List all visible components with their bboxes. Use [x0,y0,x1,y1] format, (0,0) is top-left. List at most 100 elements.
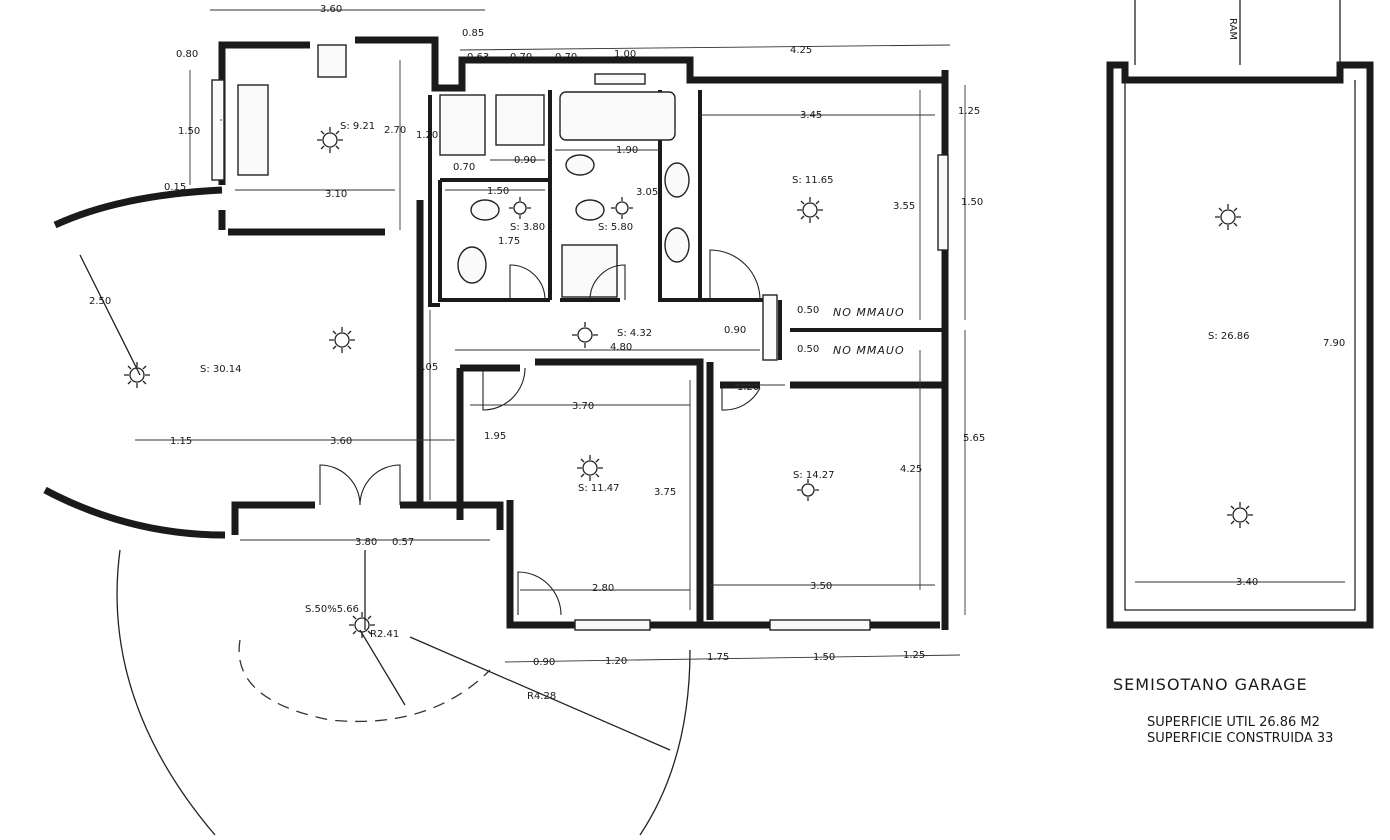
room-area-bedroom2: S: 11.47 [578,483,620,494]
toilet-1 [470,199,500,221]
living-diag [79,254,141,376]
dim-label: 3.50 [810,581,832,592]
caption-built-area: SUPERFICIE CONSTRUIDA 33 [1147,731,1333,746]
dim-label: 3.80 [355,537,377,548]
room-labels: S: 9.21 S: 3.80 S: 5.80 S: 11.65 S: 30.1… [200,121,1250,615]
shower-tray-top [495,94,545,146]
garage-inner [1124,80,1356,611]
dim-label: 4.25 [900,464,922,475]
shower-tray-bottom [561,244,618,298]
dim-label: 3.10 [325,189,347,200]
dim-label: R2.41 [370,629,399,640]
light-bath1-icon [509,197,531,219]
dim-label: 2.50 [89,296,111,307]
bath-partitions [438,90,702,302]
light-living2-icon [124,362,150,388]
r428-line [409,636,671,751]
dim-label: 0.70 [510,52,532,63]
dim-label: 2.70 [384,125,406,136]
dim-label: 4.05 [416,362,438,373]
room-area-hall: S: 4.32 [617,328,652,339]
dim-label: 1.75 [498,236,520,247]
living-lower-wall [231,200,504,535]
terrace-curves [79,254,691,836]
doors [319,249,761,616]
dim-label: 3.55 [893,201,915,212]
bidet [565,154,595,176]
door-bed1 [709,249,761,301]
window-right [937,154,949,251]
light-kitchen-icon [317,127,343,153]
dim-label: 0.90 [533,657,555,668]
curved-wall-bottom [43,486,226,539]
dim-label: 1.50 [961,197,983,208]
door-bed2 [482,367,526,411]
dim-label: 0.50 [797,305,819,316]
kitchen-walls [218,36,439,230]
dim-label: 1.75 [707,652,729,663]
light-bed1-icon [797,197,823,223]
kitchen-sink [237,84,269,176]
bedrooms-walls [456,358,945,625]
window-bedroom3 [769,619,871,631]
room-area-bedroom3: S: 14.27 [793,470,835,481]
note-no-mirror: NO MMAUO [833,306,905,319]
dim-label: 1.50 [178,126,200,137]
window-bath [594,73,646,85]
dim-label: 0.57 [392,537,414,548]
light-garage2-icon [1227,502,1253,528]
dim-label: 0.80 [176,49,198,60]
dim-label: 1.15 [170,436,192,447]
r241-line [359,629,406,706]
door-bottom [517,571,562,616]
dim-label: 3.60 [320,4,342,15]
light-bed2-icon [577,455,603,481]
dim-label: 1.50 [813,652,835,663]
corridor-walls [428,95,945,360]
room-area-bedroom1: S: 11.65 [792,175,834,186]
light-bath2-icon [611,197,633,219]
dim-label: 1.20 [605,656,627,667]
door-terrace-right [359,464,401,506]
dim-label: 3.40 [1236,577,1258,588]
light-hall-icon [572,322,598,348]
dim-label: 3.05 [636,187,658,198]
dim-label: 1.25 [958,106,980,117]
dim-label: 3.75 [654,487,676,498]
room-area-bath1: S: 3.80 [510,222,545,233]
dim-label: 0.70 [555,52,577,63]
window-bedroom2 [574,619,651,631]
dim-label: 1.20 [416,130,438,141]
dim-label: 4.25 [790,45,812,56]
dim-label: 3.70 [572,401,594,412]
bottom-wall [506,500,940,629]
dim-label: 0.90 [514,155,536,166]
room-area-kitchen: S: 9.21 [340,121,375,132]
dim-label: 3.45 [800,110,822,121]
note-no-mirror: NO MMAUO [833,344,905,357]
closet [439,94,486,156]
light-terrace-icon [349,612,375,638]
door-bath1 [509,264,546,301]
ramp-lines [1134,0,1341,65]
dim-label: 1.95 [484,431,506,442]
light-fixtures [124,127,1253,638]
dim-label: 0.50 [797,344,819,355]
garage-caption: SEMISOTANO GARAGE SUPERFICIE UTIL 26.86 … [1113,675,1333,746]
room-area-living: S: 30.14 [200,364,242,375]
washbasin-2 [664,162,690,198]
door-terrace-left [319,464,361,506]
dim-label: 1.25 [903,650,925,661]
terrace-dashed-arc [238,639,491,723]
room-area-garage: S: 26.86 [1208,331,1250,342]
light-living1-icon [329,327,355,353]
washbasin-1 [457,246,487,284]
dim-label: 0.70 [453,162,475,173]
door-bed3 [721,387,761,411]
ramp-label: RAM [1227,18,1238,40]
light-garage1-icon [1215,204,1241,230]
dim-label: 0.85 [462,28,484,39]
dim-label: 5.65 [963,433,985,444]
washbasin-3 [664,227,690,263]
